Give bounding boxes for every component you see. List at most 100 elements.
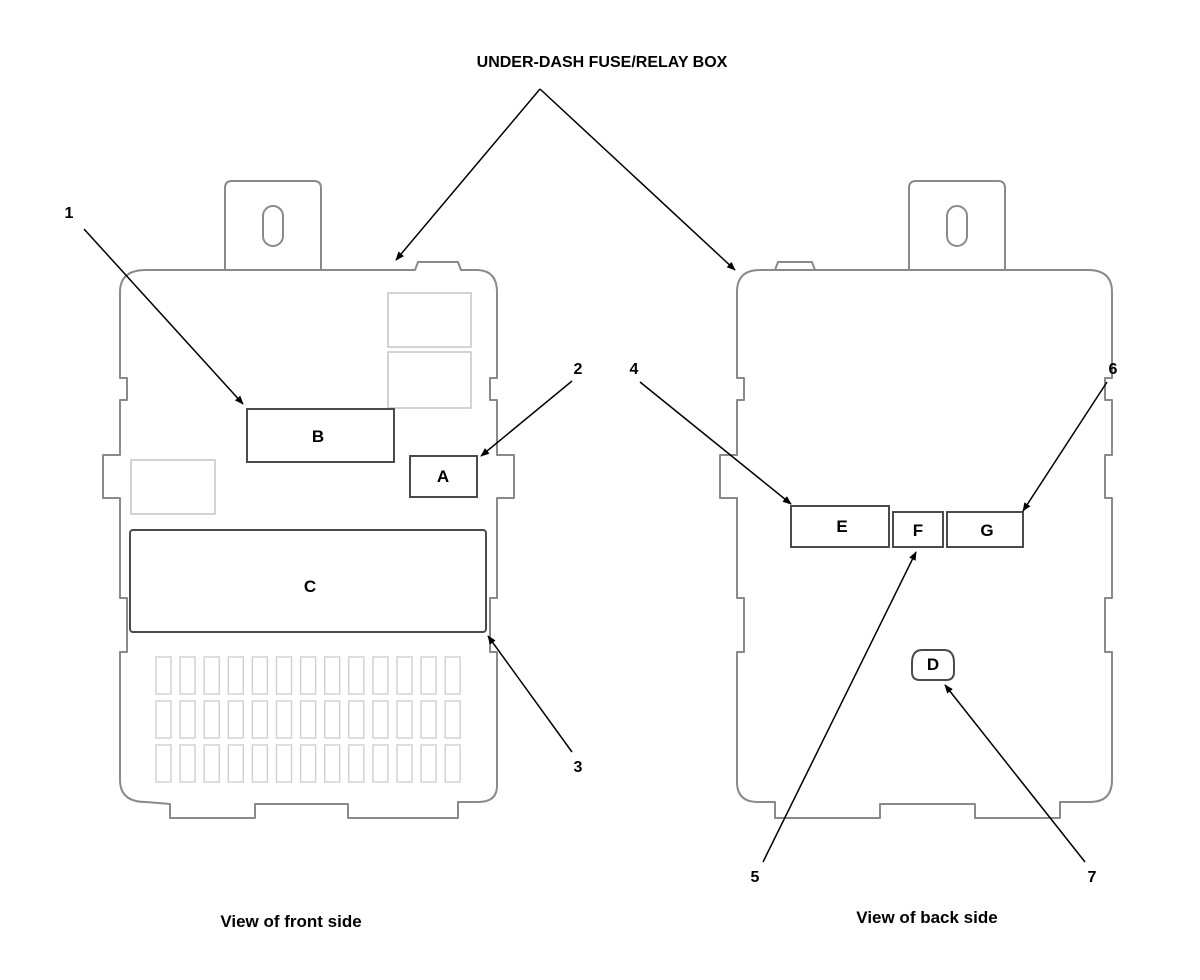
- front-fuse-grid: [155, 656, 461, 783]
- callout-4-arrow: [639, 381, 792, 505]
- callout-5-label: 5: [751, 869, 760, 886]
- connector-b-label: B: [312, 427, 324, 446]
- fuse-slot: [396, 656, 413, 695]
- fuse-slot: [251, 656, 269, 695]
- fuse-slot: [155, 700, 172, 739]
- connector-f: F: [892, 511, 944, 548]
- fuse-slot: [396, 744, 413, 783]
- connector-c-body: [129, 529, 487, 633]
- fuse-slot: [299, 656, 317, 695]
- front-mounting-tab: [224, 180, 322, 270]
- fuse-slot: [203, 700, 220, 739]
- front-view-box: [102, 180, 515, 819]
- front-housing-outline: [102, 261, 515, 819]
- connector-b: B: [246, 408, 395, 463]
- connector-f-body: [892, 511, 944, 548]
- fuse-slot: [227, 700, 245, 739]
- fuse-slot: [372, 744, 389, 783]
- callout-2-arrow: [480, 380, 573, 457]
- connector-c-label: C: [304, 577, 316, 596]
- callout-6: 6: [1022, 361, 1118, 512]
- callout-7-arrow: [944, 684, 1086, 863]
- front-relay-left: [130, 459, 216, 515]
- callout-2: 2: [480, 361, 583, 457]
- callout-3: 3: [487, 635, 583, 776]
- fuse-slot: [299, 744, 317, 783]
- fuse-slot: [420, 656, 437, 695]
- fuse-slot: [324, 744, 341, 783]
- fuse-slot: [179, 656, 196, 695]
- fuse-slot: [396, 700, 413, 739]
- connector-a-body: [409, 455, 478, 498]
- back-view-box: [719, 180, 1113, 819]
- back-view-caption: View of back side: [856, 908, 997, 927]
- fuse-slot: [420, 700, 437, 739]
- fuse-slot: [203, 744, 220, 783]
- callout-1: 1: [65, 205, 244, 405]
- fuse-slot: [444, 700, 461, 739]
- fuse-slot: [203, 656, 220, 695]
- front-mounting-slot: [262, 205, 284, 247]
- fuse-slot: [372, 700, 389, 739]
- connector-e-body: [790, 505, 890, 548]
- title-leaders: [395, 88, 736, 271]
- front-relay-upper: [387, 292, 472, 348]
- connector-f-label: F: [913, 521, 923, 540]
- connector-d-body: [911, 649, 955, 681]
- fuse-slot: [275, 744, 293, 783]
- fuse-slot: [299, 700, 317, 739]
- connector-e-label: E: [836, 517, 847, 536]
- fuse-slot: [444, 656, 461, 695]
- fuse-slot: [179, 744, 196, 783]
- front-view-caption: View of front side: [220, 912, 361, 931]
- connector-g-body: [946, 511, 1024, 548]
- connector-e: E: [790, 505, 890, 548]
- fuse-slot: [227, 656, 245, 695]
- connector-c: C: [129, 529, 487, 633]
- connector-a: A: [409, 455, 478, 498]
- callout-7-label: 7: [1088, 869, 1097, 886]
- fuse-slot: [275, 656, 293, 695]
- callout-3-arrow: [487, 635, 573, 753]
- callout-1-label: 1: [65, 205, 74, 222]
- fuse-slot: [444, 744, 461, 783]
- fuse-slot: [348, 744, 365, 783]
- connector-d: D: [911, 649, 955, 681]
- connector-a-label: A: [437, 467, 449, 486]
- callout-6-label: 6: [1109, 361, 1118, 378]
- connector-g-label: G: [980, 521, 993, 540]
- fuse-slot: [348, 700, 365, 739]
- diagram-title: UNDER-DASH FUSE/RELAY BOX: [477, 54, 728, 71]
- callout-5: 5: [751, 551, 917, 886]
- back-mounting-tab: [908, 180, 1006, 270]
- callout-4-label: 4: [630, 361, 639, 378]
- fuse-slot: [251, 744, 269, 783]
- connector-g: G: [946, 511, 1024, 548]
- fuse-slot: [420, 744, 437, 783]
- title-leader-back: [539, 88, 736, 271]
- fuse-slot: [155, 744, 172, 783]
- fuse-slot: [227, 744, 245, 783]
- callout-1-arrow: [83, 228, 244, 405]
- front-relay-lower: [387, 351, 472, 409]
- connector-d-label: D: [927, 655, 939, 674]
- fuse-slot: [251, 700, 269, 739]
- fuse-slot: [324, 656, 341, 695]
- fuse-slot: [372, 656, 389, 695]
- title-leader-front: [395, 88, 541, 261]
- fuse-slot: [179, 700, 196, 739]
- fuse-slot: [348, 656, 365, 695]
- fuse-slot: [155, 656, 172, 695]
- callout-6-arrow: [1022, 381, 1108, 512]
- callout-5-arrow: [762, 551, 917, 863]
- callout-7: 7: [944, 684, 1097, 886]
- connector-b-body: [246, 408, 395, 463]
- callout-2-label: 2: [574, 361, 583, 378]
- fuse-slot: [324, 700, 341, 739]
- callout-4: 4: [630, 361, 792, 505]
- fuse-slot: [275, 700, 293, 739]
- back-mounting-slot: [946, 205, 968, 247]
- callout-3-label: 3: [574, 759, 583, 776]
- back-housing-outline: [719, 261, 1113, 819]
